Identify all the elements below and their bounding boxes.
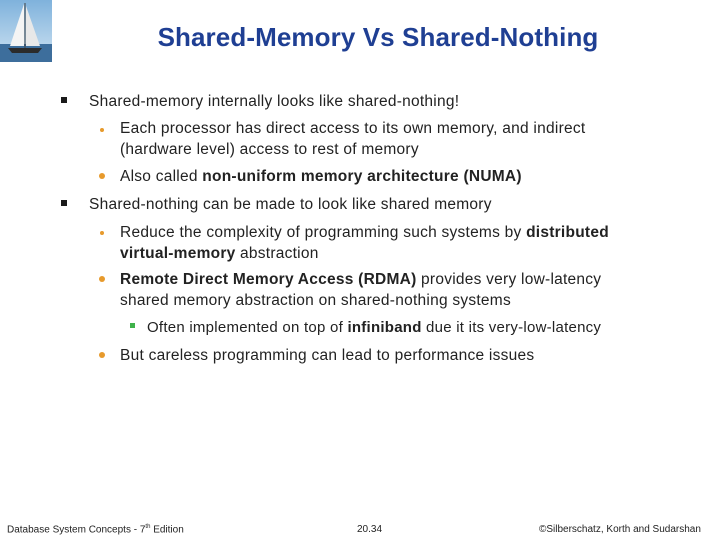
bullet-bold-text: virtual-memory [120, 245, 236, 262]
bullet-text: Reduce the complexity of programming suc… [120, 224, 527, 241]
round-bullet-icon [99, 276, 105, 282]
footer-book-title: Database System Concepts - 7th Edition [7, 524, 184, 535]
footer-text: Edition [150, 524, 184, 536]
bullet-shared-nothing: Shared-nothing can be made to look like … [89, 196, 492, 213]
round-bullet-icon [99, 352, 105, 358]
bullet-text: due it its very-low-latency [421, 319, 602, 336]
footer-page-number: 20.34 [357, 524, 383, 535]
round-bullet-icon [100, 231, 104, 235]
bullet-careless-programming: But careless programming can lead to per… [120, 347, 535, 364]
bullet-direct-access: Each processor has direct access to its … [120, 118, 585, 160]
bullet-text-line1: Each processor has direct access to its … [120, 120, 586, 137]
square-bullet-icon [61, 200, 67, 206]
bullet-bold-text: distributed [526, 224, 609, 241]
square-bullet-icon [61, 97, 67, 103]
bullet-bold-text: infiniband [347, 319, 422, 336]
sailboat-logo-icon [0, 0, 52, 62]
bullet-reduce-complexity: Reduce the complexity of programming suc… [120, 222, 609, 264]
bullet-text: Often implemented on top of [147, 319, 348, 336]
bullet-numa: Also called non-uniform memory architect… [120, 166, 522, 187]
bullet-text: Also called [120, 168, 203, 185]
square-bullet-icon [130, 323, 135, 328]
footer-text: Database System Concepts - 7 [7, 524, 146, 536]
bullet-rdma: Remote Direct Memory Access (RDMA) provi… [120, 269, 601, 311]
round-bullet-icon [100, 128, 104, 132]
bullet-text-line2: (hardware level) access to rest of memor… [120, 141, 419, 158]
bullet-shared-memory: Shared-memory internally looks like shar… [89, 93, 460, 110]
bullet-bold-text: Remote Direct Memory Access (RDMA) [120, 271, 417, 288]
slide-title: Shared-Memory Vs Shared-Nothing [157, 22, 599, 52]
bullet-text-line2: shared memory abstraction on shared-noth… [120, 292, 511, 309]
bullet-text: abstraction [235, 245, 319, 262]
footer-copyright: ©Silberschatz, Korth and Sudarshan [539, 524, 701, 535]
round-bullet-icon [99, 173, 105, 179]
bullet-bold-text: non-uniform memory architecture (NUMA) [202, 168, 522, 185]
footer-sup: th [145, 524, 151, 530]
bullet-infiniband: Often implemented on top of infiniband d… [147, 317, 601, 338]
bullet-text: provides very low-latency [416, 271, 602, 288]
